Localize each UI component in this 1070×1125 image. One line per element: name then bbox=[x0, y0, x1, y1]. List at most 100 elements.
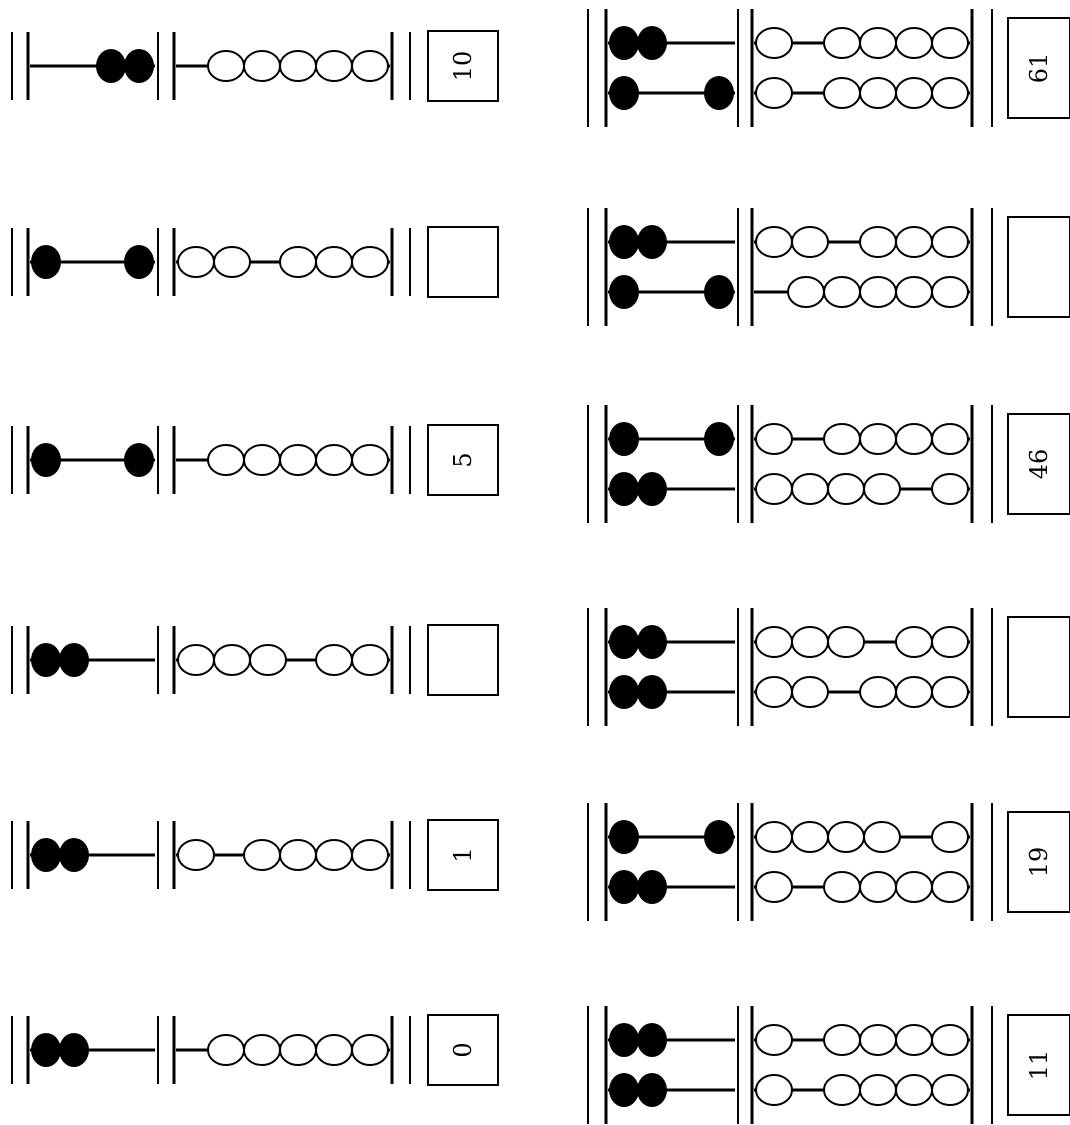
earth-bead bbox=[823, 423, 861, 455]
earth-bead bbox=[755, 423, 793, 455]
earth-bead bbox=[755, 871, 793, 903]
earth-bead bbox=[207, 1034, 245, 1066]
answer-box bbox=[1007, 616, 1070, 718]
abacus-blank bbox=[587, 208, 1070, 326]
earth-bead bbox=[755, 1074, 793, 1106]
earth-bead bbox=[823, 871, 861, 903]
abacus-1: 1 bbox=[11, 819, 499, 891]
earth-bead bbox=[859, 676, 897, 708]
earth-bead bbox=[791, 473, 829, 505]
earth-bead bbox=[931, 27, 969, 59]
answer-box bbox=[427, 624, 499, 696]
earth-bead bbox=[279, 839, 317, 871]
answer-box bbox=[1007, 216, 1070, 318]
earth-bead bbox=[895, 626, 933, 658]
earth-bead bbox=[859, 276, 897, 308]
answer-box bbox=[427, 226, 499, 298]
earth-bead bbox=[895, 27, 933, 59]
earth-bead bbox=[931, 821, 969, 853]
answer-label: 10 bbox=[449, 51, 477, 82]
earth-bead bbox=[279, 246, 317, 278]
heaven-bead bbox=[59, 1033, 89, 1067]
heaven-bead bbox=[637, 625, 667, 659]
earth-bead bbox=[791, 626, 829, 658]
heaven-bead bbox=[704, 76, 734, 110]
heaven-bead bbox=[609, 422, 639, 456]
heaven-bead bbox=[609, 870, 639, 904]
earth-bead bbox=[351, 246, 389, 278]
heaven-bead bbox=[637, 472, 667, 506]
abacus-10: 10 bbox=[11, 30, 499, 102]
earth-bead bbox=[863, 473, 901, 505]
earth-bead bbox=[315, 444, 353, 476]
abacus-5: 5 bbox=[11, 424, 499, 496]
heaven-bead bbox=[609, 275, 639, 309]
answer-box bbox=[427, 1014, 499, 1086]
earth-bead bbox=[351, 1034, 389, 1066]
answer-label: 1 bbox=[449, 847, 477, 862]
earth-bead bbox=[895, 276, 933, 308]
heaven-bead bbox=[609, 820, 639, 854]
earth-bead bbox=[859, 1024, 897, 1056]
earth-bead bbox=[827, 626, 865, 658]
answer-label: 19 bbox=[1025, 847, 1053, 878]
answer-box bbox=[1007, 1014, 1070, 1116]
heaven-bead bbox=[637, 1023, 667, 1057]
earth-bead bbox=[243, 1034, 281, 1066]
abacus-blank bbox=[11, 226, 499, 298]
earth-bead bbox=[823, 77, 861, 109]
earth-bead bbox=[243, 50, 281, 82]
earth-bead bbox=[931, 276, 969, 308]
earth-bead bbox=[791, 226, 829, 258]
earth-bead bbox=[207, 444, 245, 476]
earth-bead bbox=[279, 50, 317, 82]
heaven-bead bbox=[637, 675, 667, 709]
heaven-bead bbox=[124, 245, 154, 279]
earth-bead bbox=[931, 871, 969, 903]
earth-bead bbox=[931, 1074, 969, 1106]
earth-bead bbox=[827, 473, 865, 505]
earth-bead bbox=[243, 839, 281, 871]
heaven-bead bbox=[59, 838, 89, 872]
earth-bead bbox=[315, 246, 353, 278]
answer-box bbox=[427, 424, 499, 496]
earth-bead bbox=[895, 871, 933, 903]
heaven-bead bbox=[704, 820, 734, 854]
earth-bead bbox=[823, 276, 861, 308]
earth-bead bbox=[931, 226, 969, 258]
abacus-46: 46 bbox=[587, 405, 1070, 523]
heaven-bead bbox=[124, 49, 154, 83]
earth-bead bbox=[859, 423, 897, 455]
earth-bead bbox=[931, 676, 969, 708]
answer-label: 5 bbox=[449, 452, 477, 467]
earth-bead bbox=[755, 1024, 793, 1056]
abacus-19: 19 bbox=[587, 803, 1070, 921]
heaven-bead bbox=[609, 675, 639, 709]
earth-bead bbox=[895, 226, 933, 258]
earth-bead bbox=[351, 839, 389, 871]
answer-box bbox=[1007, 811, 1070, 913]
earth-bead bbox=[213, 246, 251, 278]
answer-label: 11 bbox=[1025, 1050, 1053, 1081]
answer-label: 0 bbox=[449, 1042, 477, 1057]
earth-bead bbox=[249, 644, 287, 676]
abacus-0: 0 bbox=[11, 1014, 499, 1086]
earth-bead bbox=[895, 423, 933, 455]
heaven-bead bbox=[31, 245, 61, 279]
heaven-bead bbox=[637, 870, 667, 904]
heaven-bead bbox=[609, 1073, 639, 1107]
earth-bead bbox=[755, 77, 793, 109]
earth-bead bbox=[315, 644, 353, 676]
earth-bead bbox=[315, 1034, 353, 1066]
earth-bead bbox=[895, 676, 933, 708]
earth-bead bbox=[755, 676, 793, 708]
earth-bead bbox=[823, 27, 861, 59]
heaven-bead bbox=[637, 225, 667, 259]
heaven-bead bbox=[96, 49, 126, 83]
earth-bead bbox=[351, 50, 389, 82]
earth-bead bbox=[863, 821, 901, 853]
heaven-bead bbox=[609, 625, 639, 659]
earth-bead bbox=[931, 626, 969, 658]
